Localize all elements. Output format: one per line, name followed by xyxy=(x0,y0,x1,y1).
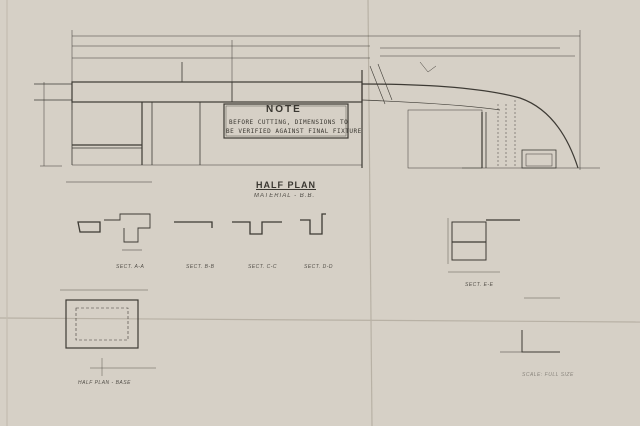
section-aa-caption: SECT. A-A xyxy=(116,264,145,270)
half-plan-title: HALF PLAN xyxy=(256,180,316,190)
half-plan-material: MATERIAL - B.B. xyxy=(254,193,316,199)
base-plan-caption: HALF PLAN - BASE xyxy=(78,380,131,386)
detail-view xyxy=(500,297,560,353)
section-views xyxy=(77,213,520,273)
half-plan-view xyxy=(34,30,600,183)
section-dd-caption: SECT. D-D xyxy=(304,264,334,270)
section-cc-caption: SECT. C-C xyxy=(248,264,278,270)
section-bb-caption: SECT. B-B xyxy=(186,264,215,270)
base-plan-view xyxy=(60,289,156,376)
section-ee-caption: SECT. E-E xyxy=(465,282,494,288)
note-body-line-1: BEFORE CUTTING, DIMENSIONS TO xyxy=(229,119,349,126)
note-body-line-2: BE VERIFIED AGAINST FINAL FIXTURE xyxy=(226,128,362,135)
scale-caption: SCALE: FULL SIZE xyxy=(522,372,574,378)
note-title: NOTE xyxy=(266,104,302,115)
